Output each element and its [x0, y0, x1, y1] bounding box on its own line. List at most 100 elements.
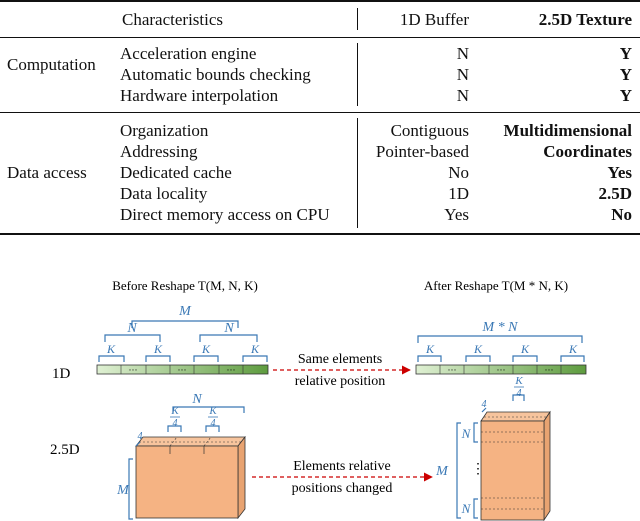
- row-label: Automatic bounds checking: [120, 65, 311, 84]
- row-label: Direct memory access on CPU: [120, 205, 330, 224]
- label-M: M: [116, 483, 130, 498]
- before-reshape-title: Before Reshape T(M, N, K): [112, 278, 258, 293]
- brace-K: [512, 355, 538, 362]
- before-1d-braces: [98, 320, 268, 362]
- row-texture-value: Y: [619, 44, 632, 63]
- label-N: N: [461, 426, 472, 441]
- row-buffer-value: Pointer-based: [375, 142, 469, 161]
- cube-front-dividers: [169, 446, 205, 454]
- label-N: N: [126, 321, 137, 336]
- label-N: N: [223, 321, 234, 336]
- row-buffer-value: Yes: [444, 205, 469, 224]
- label-4: 4: [138, 431, 143, 442]
- column-divider: [357, 43, 358, 106]
- table-top-rule: [0, 0, 640, 2]
- partition-line: [169, 436, 178, 447]
- label-K-over-4-num: K: [514, 375, 523, 387]
- row-buffer-value: Contiguous: [390, 121, 469, 140]
- brace-K: [193, 355, 219, 362]
- arrow-2-5d-caption-line2: positions changed: [292, 481, 393, 496]
- row-buffer-value: N: [456, 44, 469, 63]
- brace-K-over-4: [512, 394, 525, 401]
- label-K: K: [250, 342, 260, 356]
- label-K: K: [568, 342, 578, 356]
- row-label-1d: 1D: [52, 366, 71, 382]
- brace-N: [473, 498, 478, 519]
- label-MN: M * N: [482, 320, 519, 335]
- table-bottom-rule: [0, 233, 640, 235]
- group-rule: [0, 112, 640, 113]
- row-texture-value: Coordinates: [543, 142, 632, 161]
- brace-M: [456, 422, 461, 519]
- before-2-5d-brace-labels: N K 4 K 4 4 M: [116, 392, 218, 498]
- brace-N-right: [199, 334, 258, 342]
- cube-top-face: [135, 436, 246, 447]
- label-K: K: [425, 342, 435, 356]
- after-reshape-title: After Reshape T(M * N, K): [424, 278, 568, 293]
- column-divider: [357, 8, 358, 30]
- brace-K: [417, 355, 442, 362]
- label-K: K: [473, 342, 483, 356]
- label-N: N: [461, 501, 472, 516]
- arrow-2-5d-caption-line1: Elements relative: [293, 459, 391, 474]
- brace-K: [560, 355, 585, 362]
- label-M: M: [435, 464, 449, 479]
- after-1d-buffer-bar: ··· ··· ···: [415, 364, 587, 375]
- brace-4: [481, 407, 487, 413]
- ellipsis: ···: [448, 365, 457, 375]
- brace-K: [98, 355, 125, 362]
- brace-4: [135, 441, 141, 447]
- box-row-dividers: [481, 431, 544, 510]
- bar-cell-dividers: [120, 365, 244, 374]
- ellipsis: ···: [129, 365, 138, 375]
- brace-K-over-4: [205, 425, 220, 432]
- brace-N-left: [104, 334, 161, 342]
- after-2-5d-brace-labels: N N M K 4 4: [435, 375, 524, 516]
- label-K: K: [153, 342, 163, 356]
- after-2-5d-braces: [456, 394, 525, 519]
- label-K-over-4-den: 4: [211, 418, 216, 429]
- brace-N: [473, 422, 478, 443]
- label-K-over-4-den: 4: [517, 388, 522, 399]
- box-top-face: [480, 411, 551, 422]
- box-side-face: [543, 410, 551, 521]
- header-1d-buffer: 1D Buffer: [399, 10, 469, 29]
- row-texture-value: No: [611, 205, 632, 224]
- after-1d-braces: [417, 335, 585, 362]
- brace-K-over-4: [167, 425, 182, 432]
- label-M: M: [178, 304, 192, 319]
- row-label: Addressing: [120, 142, 198, 161]
- before-2-5d-cube: [135, 435, 246, 520]
- row-buffer-value: No: [448, 163, 469, 182]
- cube-front-face: [135, 445, 239, 519]
- brace-M: [131, 320, 239, 328]
- ellipsis: ···: [497, 365, 506, 375]
- row-label: Organization: [120, 121, 209, 140]
- header-characteristics: Characteristics: [122, 10, 224, 29]
- comparison-table: Characteristics 1D Buffer 2.5D Texture C…: [0, 0, 640, 240]
- row-texture-value: 2.5D: [598, 184, 632, 203]
- group-label-data-access: Data access: [7, 163, 87, 182]
- before-2-5d-braces: [128, 406, 245, 520]
- brace-K: [242, 355, 268, 362]
- cube-partitions: [139, 436, 241, 447]
- label-K: K: [520, 342, 530, 356]
- label-K-over-4-den: 4: [173, 418, 178, 429]
- label-K: K: [201, 342, 211, 356]
- arrow-1d-caption-line2: relative position: [295, 374, 386, 389]
- partition-line: [203, 436, 212, 447]
- label-K-over-4-num: K: [170, 405, 179, 417]
- label-K: K: [106, 342, 116, 356]
- row-texture-value: Multidimensional: [503, 121, 632, 140]
- row-texture-value: Yes: [607, 163, 632, 182]
- box-front-face: [480, 420, 545, 521]
- brace-K: [465, 355, 491, 362]
- after-1d-brace-labels: M * N K K K K: [425, 320, 578, 356]
- row-label: Acceleration engine: [120, 44, 257, 63]
- before-1d-brace-labels: M N N K K K K: [106, 304, 260, 356]
- brace-M: [128, 458, 133, 520]
- arrow-1d-caption-line1: Same elements: [298, 352, 382, 367]
- column-divider: [357, 118, 358, 228]
- row-buffer-value: N: [456, 86, 469, 105]
- cube-side-face: [237, 435, 246, 520]
